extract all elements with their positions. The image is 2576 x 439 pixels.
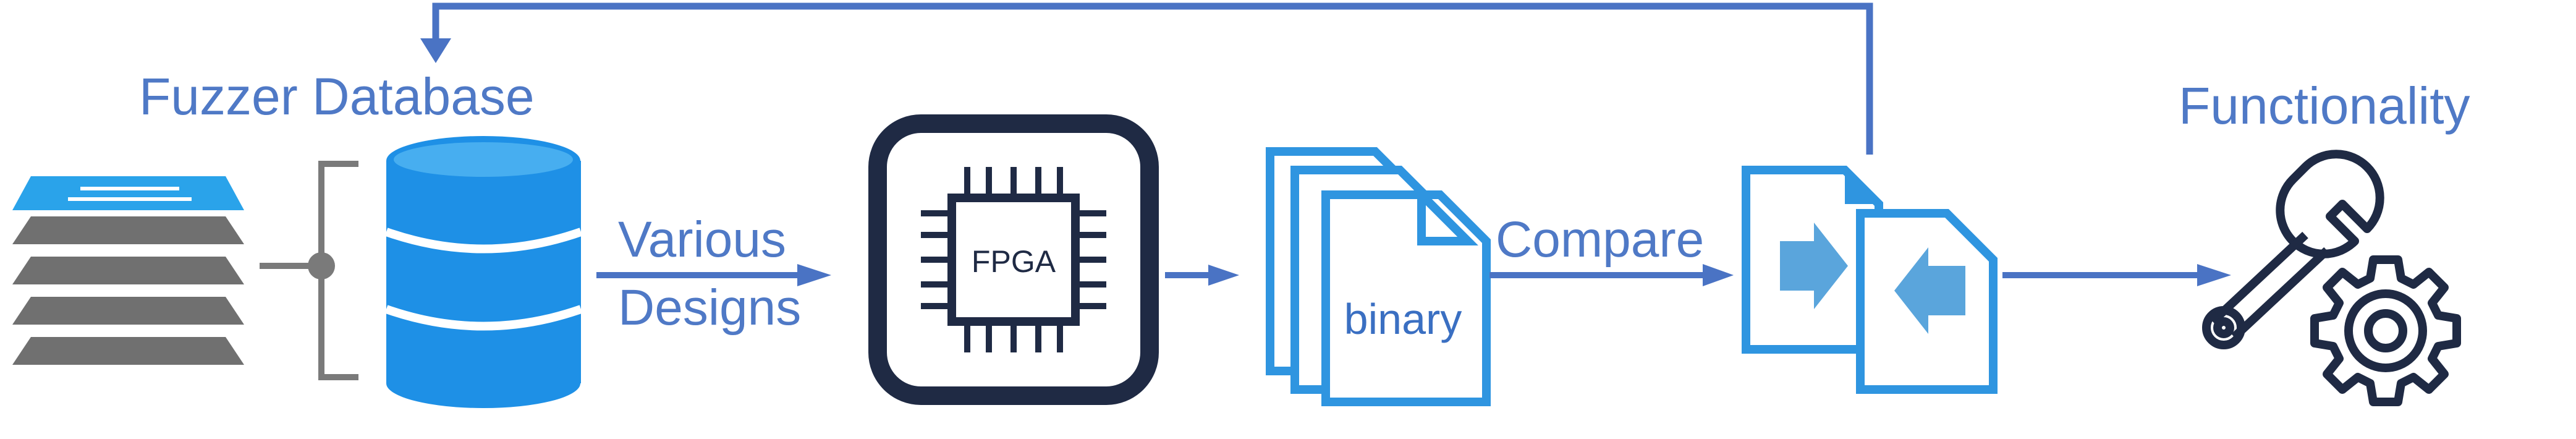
designs-label: Designs [618,279,801,336]
arrow-to-binary [1165,265,1239,286]
bracket-connector [260,161,358,380]
fpga-label: FPGA [972,244,1056,279]
various-label: Various [618,211,786,268]
fuzzer-database-label: Fuzzer Database [139,67,535,126]
arrow-to-functionality [2002,264,2231,286]
layer-stack-icon [12,176,244,365]
feedback-loop-arrow [420,2,1873,155]
binary-files-icon: binary [1266,147,1491,406]
binary-label: binary [1344,295,1462,343]
database-icon [384,136,583,408]
compare-label: Compare [1496,211,1704,268]
arrow-to-compare [1489,264,1734,286]
wrench-gear-icon [2202,150,2461,406]
compare-files-icon [1742,166,1998,394]
functionality-label: Functionality [2179,77,2470,135]
fpga-chip-icon: FPGA [868,114,1159,405]
arrow-to-fpga [596,264,831,286]
